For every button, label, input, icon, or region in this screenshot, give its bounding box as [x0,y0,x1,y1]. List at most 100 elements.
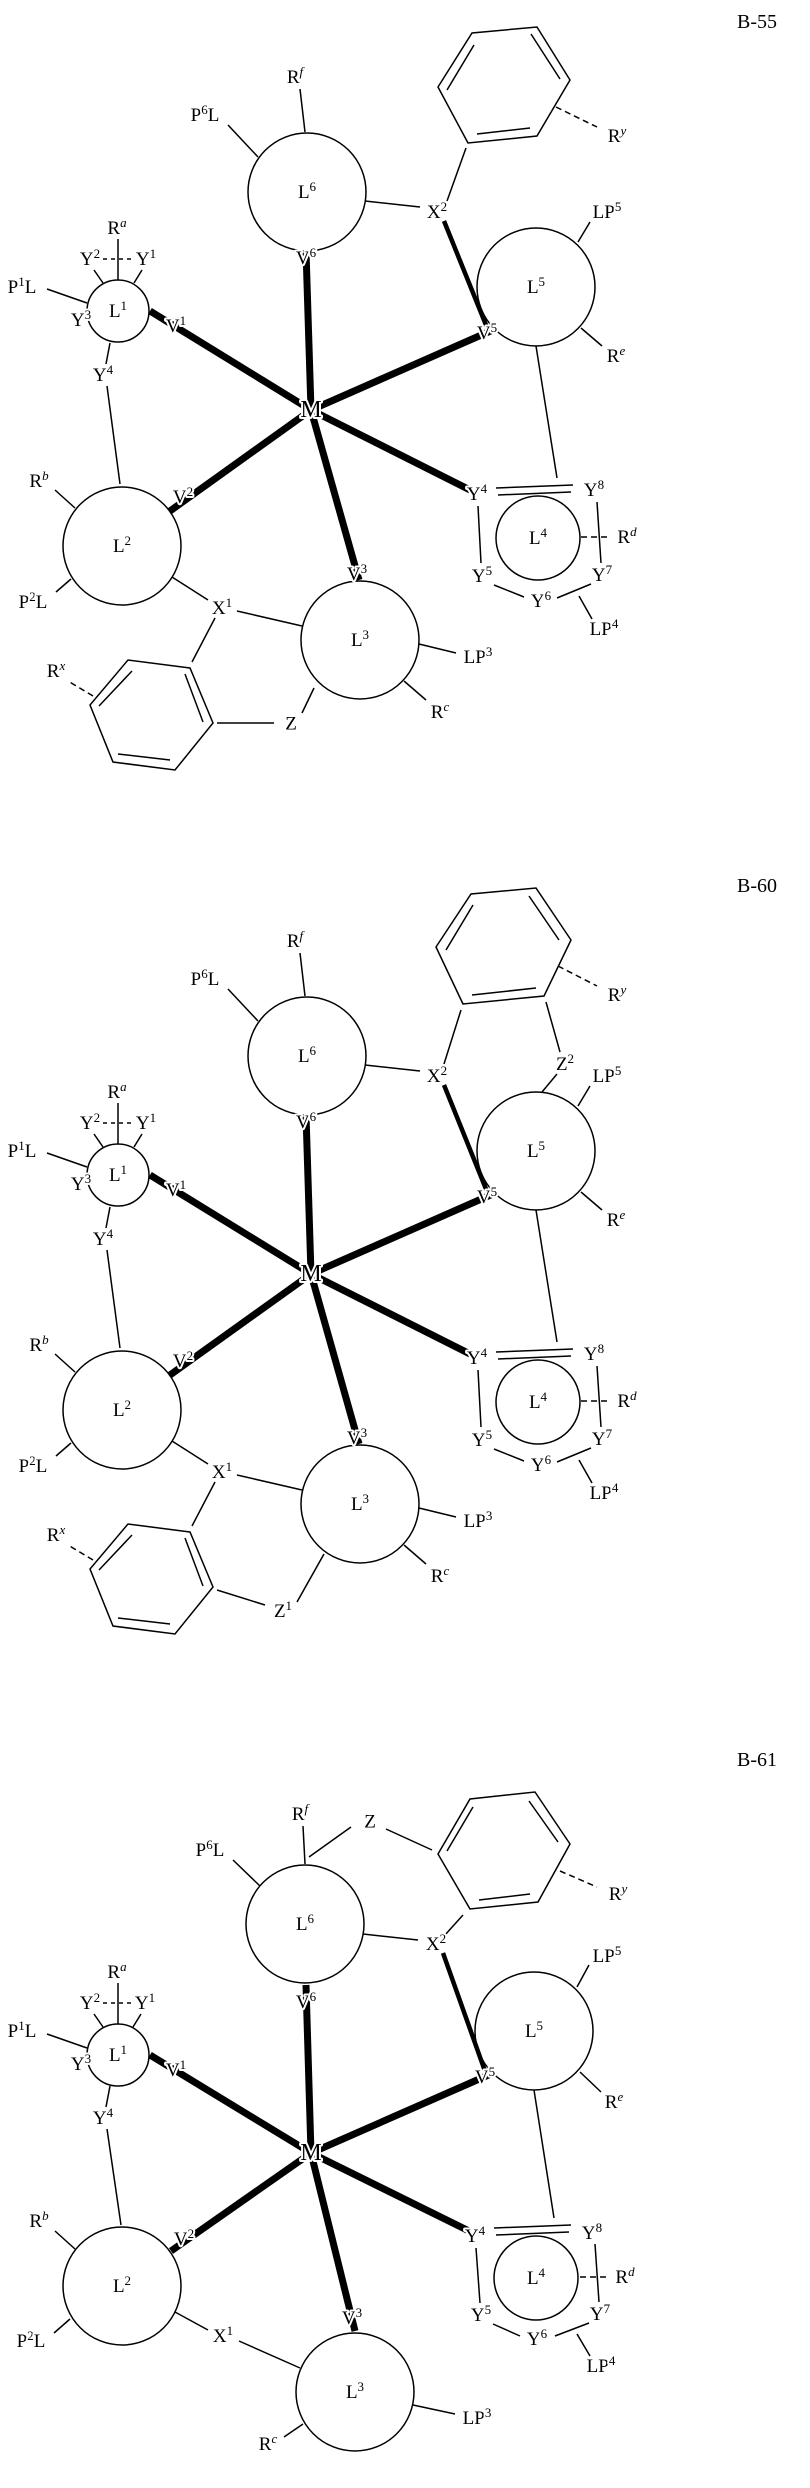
bond [596,1365,602,1428]
bond [299,88,306,133]
label-l4: L4 [529,525,548,549]
double-bond [528,1800,559,1843]
label-l3: L3 [351,627,369,651]
label-v2: V2 [173,484,193,508]
wedge-bond-m-v2 [167,1271,314,1378]
wedge-bond-m-v3 [307,409,363,581]
bond [554,2322,590,2337]
structure-b61-figure: B-61 Rf Z P6L L6 X2 Ry LP5 L5 Re V6 Ra Y… [0,1744,810,2488]
label-y6: Y6 [531,1452,552,1476]
bond [477,1369,482,1428]
benzene-ring [437,1791,571,1910]
label-x1: X1 [213,2323,233,2347]
ligand-l2-circle [62,2226,182,2346]
b61-ring-inner-bonds [103,1800,607,2278]
dashed-bond-ry [559,1870,598,1888]
bond [535,1209,558,1343]
bond [105,2085,111,2108]
double-bond [530,33,561,80]
wedge-bond-m-v6 [302,1114,315,1275]
label-y2: Y2 [80,1110,100,1134]
label-v5: V5 [475,2064,495,2088]
bond [577,1085,591,1107]
label-v6: V6 [296,245,317,269]
bond [385,1828,433,1851]
bond [477,505,482,564]
label-v6: V6 [296,1109,317,1133]
wedge-bond-m-v5 [309,325,497,414]
label-v1: V1 [166,1177,186,1201]
bond [444,1914,464,1936]
double-bond [117,1617,171,1625]
label-y5: Y5 [472,563,492,587]
label-rc: Rc [431,699,450,723]
label-v6: V6 [296,1989,317,2013]
double-bond [184,673,204,723]
bond [105,1206,111,1229]
bond [54,1353,76,1373]
bond [301,687,315,714]
bond [46,2033,88,2049]
bond [594,2243,600,2303]
double-bond [117,753,171,761]
bond [105,342,111,365]
bond [580,1191,603,1211]
structure-b55-figure: B-55 Rf P6L L6 X2 Ry LP5 L5 Re V6 Ra Y2 … [0,0,810,864]
label-y1: Y1 [136,246,156,270]
bond [232,1859,262,1888]
label-p1l: P1L [8,274,37,298]
wedge-bond-m-v3 [307,2152,359,2332]
label-y2: Y2 [80,246,100,270]
label-l3: L3 [346,2379,364,2403]
label-rc: Rc [431,1563,450,1587]
double-bond [476,127,531,135]
label-rc: Rc [259,2431,278,2455]
double-bond [495,484,574,489]
double-bond [478,1893,531,1901]
wedge-bond-m-v2 [168,2150,314,2254]
bond [576,2333,591,2357]
label-lp5: LP5 [593,1063,622,1087]
bond [55,1442,72,1457]
structure-b60: B-60 Rf P6L L6 X2 Ry Z2 LP5 L5 Re V6 Ra … [0,864,810,1744]
label-rf: Rf [292,1801,311,1825]
bond [577,221,591,243]
label-v1: V1 [166,2057,186,2081]
ligand-l5-circle [476,227,596,347]
label-lp3: LP3 [463,2405,492,2429]
label-y7: Y7 [592,1426,613,1450]
bond [54,489,76,509]
b55-labels: B-55 Rf P6L L6 X2 Ry LP5 L5 Re V6 Ra Y2 … [6,9,779,737]
bond [556,1447,592,1463]
bond [296,1553,325,1603]
label-y8: Y8 [584,477,604,501]
structure-b61: B-61 Rf Z P6L L6 X2 Ry LP5 L5 Re V6 Ra Y… [0,1744,810,2488]
label-re: Re [607,1207,626,1231]
ligand-l5-circle [476,1091,596,1211]
b60-labels: B-60 Rf P6L L6 X2 Ry Z2 LP5 L5 Re V6 Ra … [6,873,779,1624]
double-bond [98,670,133,707]
label-v3: V3 [342,2305,362,2329]
bond [53,2318,71,2334]
ligand-l4-circle [495,495,581,581]
dashed-bond-ry [557,965,598,987]
label-l4: L4 [529,1389,548,1413]
metal-center-label: M [300,1261,321,1287]
label-lp4: LP4 [590,1480,619,1504]
label-v5: V5 [477,320,497,344]
ligand-l1-circle [86,2023,150,2087]
label-y8: Y8 [582,2220,602,2244]
double-bond [528,895,560,941]
label-rd: Rd [615,2264,635,2288]
bond [362,1933,419,1941]
bond [227,124,259,158]
double-bond [446,1806,474,1852]
label-ry: Ry [609,1881,628,1905]
label-rf: Rf [287,928,306,952]
b61-labels: B-61 Rf Z P6L L6 X2 Ry LP5 L5 Re V6 Ra Y… [6,1747,779,2457]
label-x2: X2 [426,1931,446,1955]
metal-center-label: M [300,2140,321,2166]
label-ra: Ra [107,215,127,239]
bond [545,1001,561,1053]
